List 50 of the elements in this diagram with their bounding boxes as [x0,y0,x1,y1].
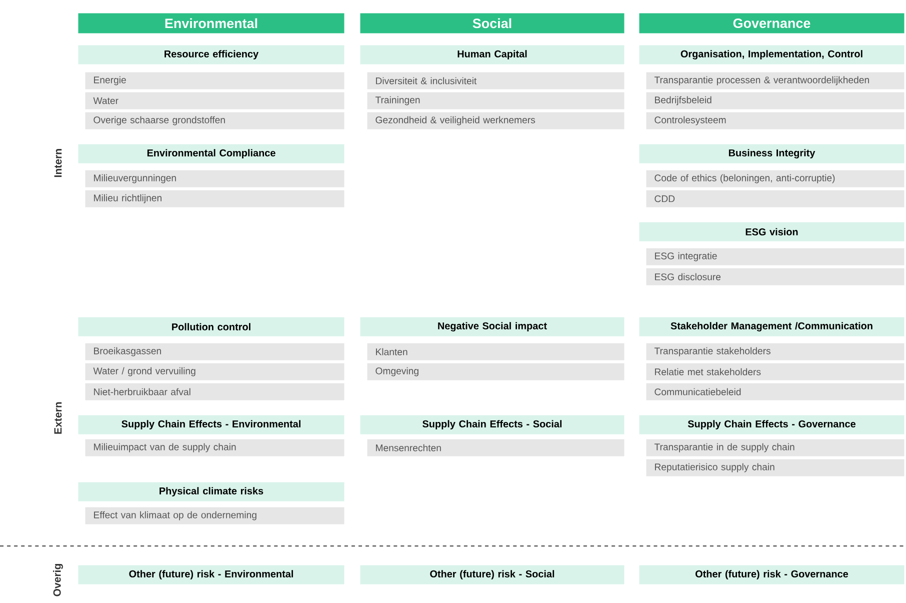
item-box: Niet-herbruikbaar afval [85,383,344,400]
category-header: Supply Chain Effects - Environmental [78,415,344,434]
item-box: Relatie met stakeholders [646,363,904,380]
column-header: Environmental [78,13,344,34]
category-header: Negative Social impact [360,317,624,336]
item-box: Effect van klimaat op de onderneming [85,507,344,524]
category-header: Stakeholder Management /Communication [639,317,904,336]
item-box: Mensenrechten [367,439,624,456]
item-box: Omgeving [367,363,624,380]
item-box: CDD [646,190,904,208]
item-box: Milieuimpact van de supply chain [85,439,344,456]
item-box: Code of ethics (beloningen, anti-corruptie) [646,170,904,188]
category-header: Human Capital [360,45,624,64]
item-box: Milieuvergunningen [85,170,344,188]
category-header: Other (future) risk - Environmental [78,565,344,584]
category-header: ESG vision [639,222,904,242]
row-label: Overig [53,564,63,596]
item-box: Communicatiebeleid [646,383,904,400]
item-box: Reputatierisico supply chain [646,459,904,476]
item-box: Milieu richtlijnen [85,190,344,208]
item-box: Klanten [367,343,624,360]
column-header: Social [360,13,624,34]
category-header: Physical climate risks [78,482,344,502]
category-header: Other (future) risk - Governance [639,565,904,584]
category-header: Supply Chain Effects - Social [360,415,624,434]
category-header: Environmental Compliance [78,144,344,164]
item-box: Bedrijfsbeleid [646,92,904,110]
row-label: Extern [54,402,62,434]
category-header: Supply Chain Effects - Governance [639,415,904,434]
category-header: Pollution control [78,317,344,336]
category-header: Other (future) risk - Social [360,565,624,584]
item-box: Water [85,92,344,110]
item-box: Diversiteit & inclusiviteit [367,72,624,90]
item-box: Transparantie in de supply chain [646,439,904,456]
item-box: Transparantie stakeholders [646,343,904,360]
item-box: Transparantie processen & verantwoordelijkheden [646,72,904,90]
item-box: ESG disclosure [646,268,904,286]
item-box: Energie [85,72,344,90]
item-box: Controlesysteem [646,112,904,130]
item-box: Broeikasgassen [85,343,344,360]
item-box: Trainingen [367,92,624,110]
category-header: Resource efficiency [78,45,344,64]
item-box: Overige schaarse grondstoffen [85,112,344,130]
category-header: Organisation, Implementation, Control [639,45,904,64]
row-label: Intern [54,149,62,177]
item-box: Water / grond vervuiling [85,363,344,380]
category-header: Business Integrity [639,144,904,164]
item-box: Gezondheid & veiligheid werknemers [367,112,624,130]
item-box: ESG integratie [646,248,904,266]
column-header: Governance [639,13,904,34]
